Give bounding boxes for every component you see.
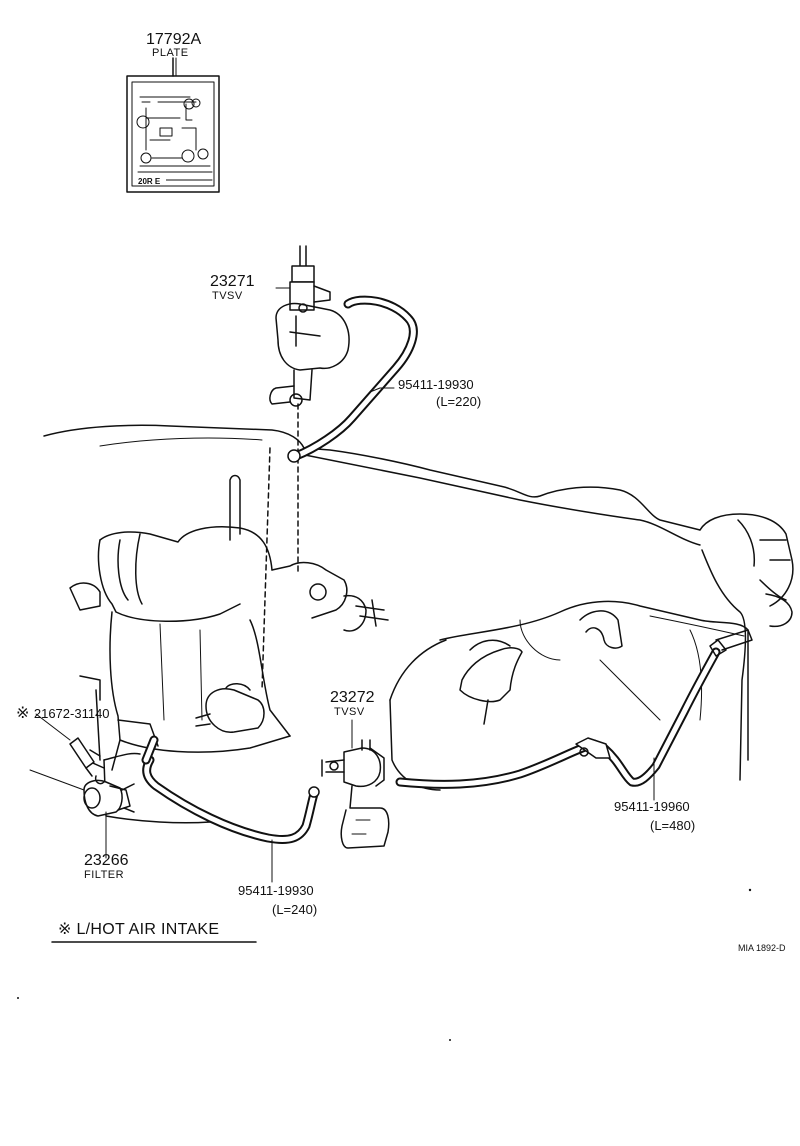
hose-upper-part-number: 95411-19930 — [398, 377, 474, 392]
engine-block-illustration — [43, 424, 794, 824]
emission-plate-illustration: 20R E — [126, 57, 220, 193]
tvsv-lower-part-number: 23272 — [330, 689, 375, 706]
hose-upper-illustration — [287, 295, 418, 463]
plate-name: PLATE — [152, 47, 189, 59]
tvsv-upper-name: TVSV — [212, 290, 243, 302]
hose-right-illustration — [395, 629, 753, 789]
hose-upper-length: (L=220) — [436, 394, 482, 409]
tvsv-upper-part-number: 23271 — [210, 273, 255, 290]
plate-inset-code: 20R E — [138, 177, 161, 186]
hose-lower-length: (L=240) — [272, 902, 318, 917]
hose-lower-illustration — [141, 735, 320, 844]
check-valve-part-number: 21672-31140 — [33, 706, 110, 721]
filter-illustration — [83, 775, 135, 817]
check-valve-illustration — [69, 737, 95, 777]
plate-part-number: 17792A — [146, 31, 202, 48]
legend-text: L/HOT AIR INTAKE — [76, 921, 220, 938]
mounting-guide-lines — [261, 403, 299, 691]
tvsv-lower-illustration — [321, 739, 390, 849]
check-valve-marker: ※ — [16, 705, 30, 722]
tvsv-lower-name: TVSV — [334, 706, 365, 718]
hose-right-length: (L=480) — [650, 818, 696, 833]
tvsv-upper-illustration — [269, 245, 350, 407]
check-valve-label: ※ 21672-31140 — [16, 706, 110, 722]
legend-note: ※ L/HOT AIR INTAKE — [58, 922, 219, 938]
leader-lines — [29, 57, 655, 883]
hose-right-part-number: 95411-19960 — [614, 799, 690, 814]
legend-marker: ※ — [58, 921, 72, 938]
filter-part-number: 23266 — [84, 852, 129, 869]
hose-lower-part-number: 95411-19930 — [238, 883, 314, 898]
filter-name: FILTER — [84, 869, 125, 881]
drawing-code: MIA 1892-D — [738, 943, 786, 953]
